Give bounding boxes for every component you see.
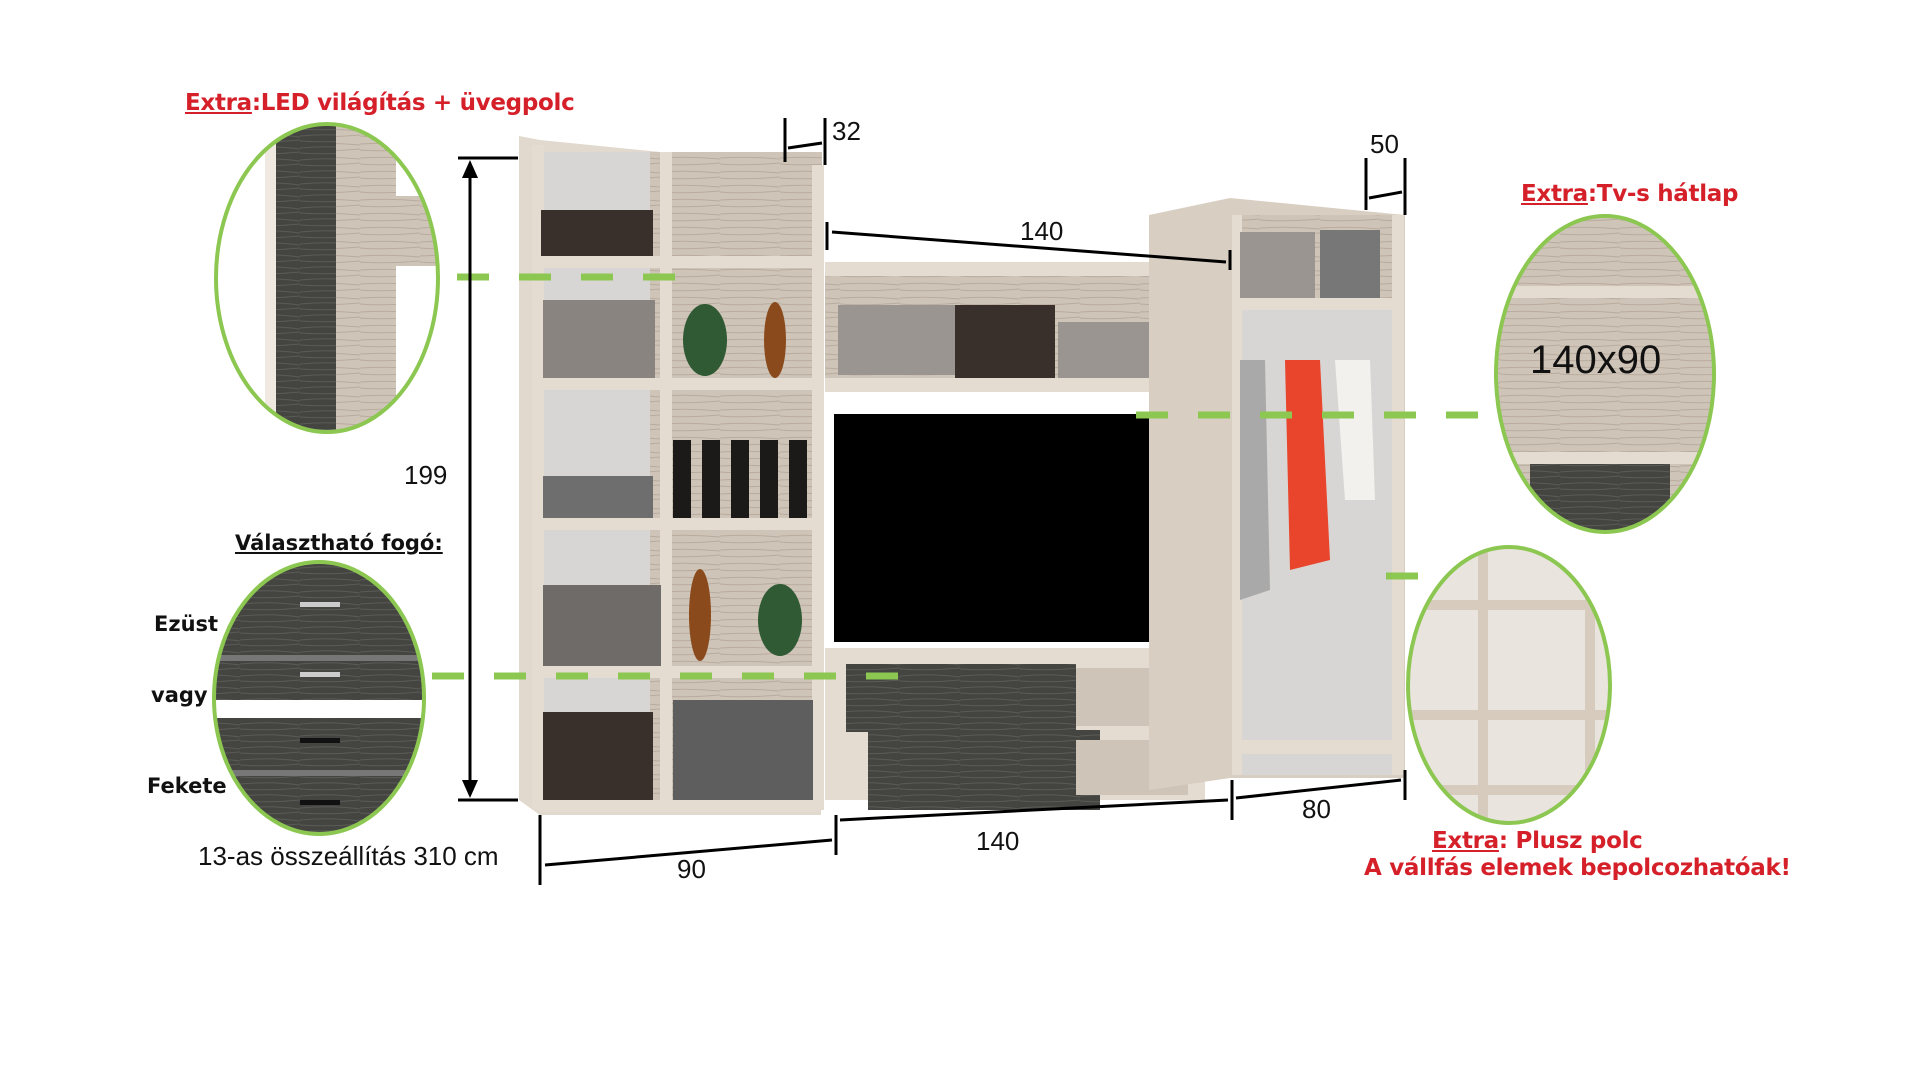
guide-lines — [432, 273, 1494, 680]
callout-text: :Tv-s hátlap — [1587, 181, 1739, 207]
handle-black-label: Fekete — [147, 774, 227, 798]
depth-right-dimension: 50 — [1370, 129, 1399, 159]
extra-shelf-detail-ellipse — [1406, 545, 1612, 825]
extra-label: Extra — [1432, 828, 1499, 854]
width-left-dimension: 90 — [677, 854, 706, 884]
width-middle-dimension: 140 — [976, 826, 1020, 856]
dimension-lines — [458, 118, 1407, 885]
tv — [834, 414, 1167, 642]
handle-detail-ellipse — [212, 560, 426, 836]
right-wardrobe-unit — [1149, 198, 1405, 790]
led-lighting-callout: Extra:LED világítás + üvegpolc — [185, 90, 575, 116]
callout-text: :LED világítás + üvegpolc — [251, 90, 575, 116]
tv-back-detail-ellipse — [1494, 214, 1716, 534]
handle-or-label: vagy — [151, 683, 208, 707]
handle-silver-label: Ezüst — [154, 612, 219, 636]
tv-back-size: 140x90 — [1530, 338, 1662, 382]
left-shelf-unit — [519, 136, 824, 815]
extra-label: Extra — [1521, 181, 1588, 207]
led-detail-ellipse — [214, 122, 440, 434]
callout-text: : Plusz polc — [1498, 828, 1643, 854]
set-caption: 13-as összeállítás 310 cm — [198, 841, 499, 871]
height-dimension: 199 — [404, 460, 448, 490]
top-width-dimension: 140 — [1020, 216, 1064, 246]
width-right-dimension: 80 — [1302, 794, 1331, 824]
tv-back-callout: Extra:Tv-s hátlap — [1521, 183, 1738, 206]
extra-label: Extra — [185, 90, 252, 116]
middle-tv-unit — [825, 262, 1205, 810]
handle-title: Választható fogó: — [235, 531, 443, 555]
extra-shelf-note: A vállfás elemek bepolcozhatóak! — [1364, 855, 1791, 881]
drawer — [868, 730, 1100, 810]
extra-shelf-callout: Extra: Plusz polc — [1432, 830, 1643, 853]
depth-left-dimension: 32 — [832, 116, 861, 146]
